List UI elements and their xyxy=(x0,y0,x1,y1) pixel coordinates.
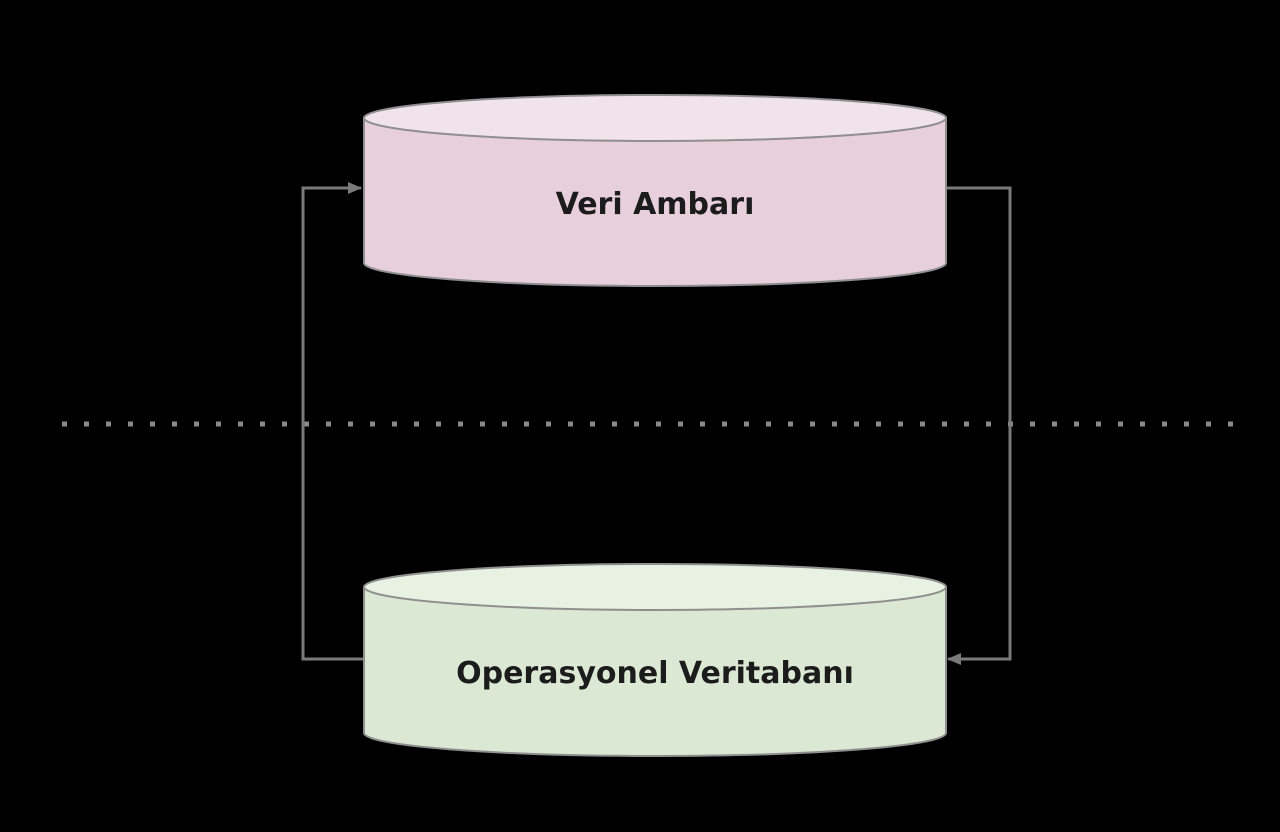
cylinder-top xyxy=(363,563,947,611)
connector-top-to-bottom xyxy=(946,186,1012,665)
cylinder-operasyonel-veritabani: Operasyonel Veritabanı xyxy=(363,563,947,757)
cylinder-label-operasyonel-veritabani: Operasyonel Veritabanı xyxy=(456,656,854,691)
cylinder-body xyxy=(363,117,947,287)
cylinder-veri-ambari: Veri Ambarı xyxy=(363,94,947,287)
cylinder-top xyxy=(363,94,947,142)
cylinder-body xyxy=(363,586,947,757)
connector-bottom-to-top xyxy=(301,182,363,661)
cylinder-label-veri-ambari: Veri Ambarı xyxy=(556,187,755,222)
